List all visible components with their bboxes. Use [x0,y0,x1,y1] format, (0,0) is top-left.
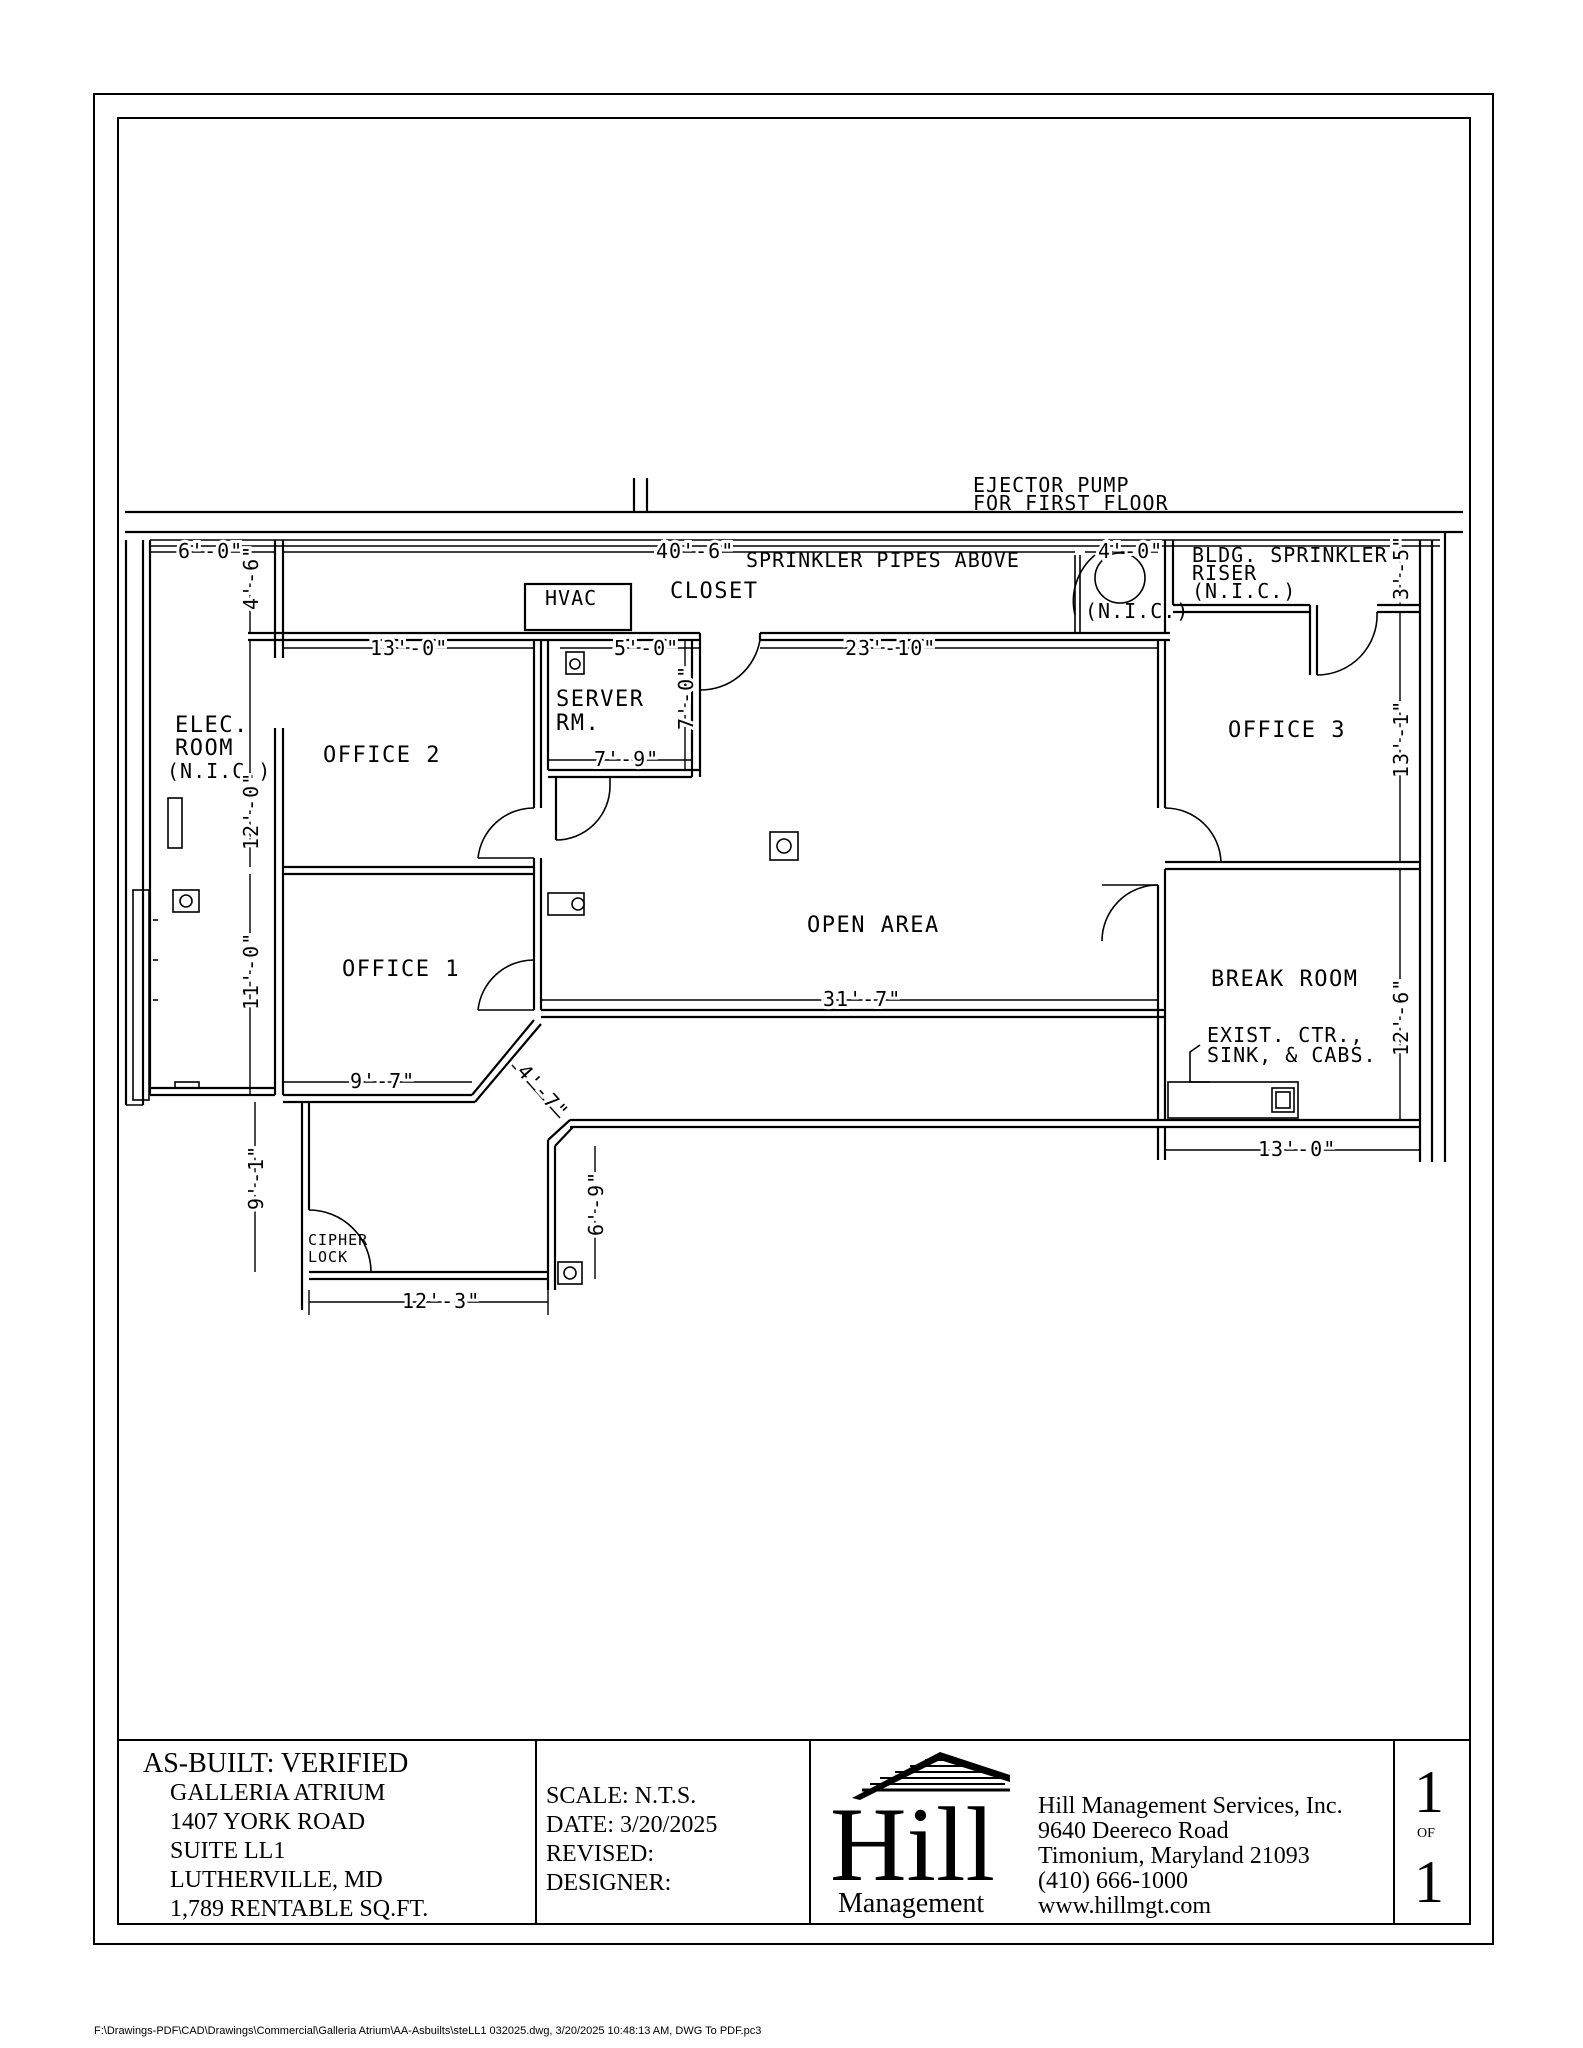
dim-12-0: 12'-0" [239,772,263,850]
bldg-sprinkler-label-2: RISER [1192,561,1257,585]
outer-border [93,93,1494,1945]
elec-room-label-2: ROOM [175,736,234,761]
sprinkler-pipes-label: SPRINKLER PIPES ABOVE [746,548,1020,572]
dim-6-9: 6'-9" [584,1171,608,1236]
dimension-text: 6'-0" 40'-6" 4'-0" 4'-6" 3'-5" 13'-0" 5'… [175,532,1416,1316]
sheet-of: OF [1417,1826,1435,1841]
cipher-lock-label-2: LOCK [308,1248,348,1266]
sheet-total: 1 [1414,1849,1444,1915]
dim-40-6: 40'-6" [656,539,734,563]
company-street: 9640 Deereco Road [1038,1818,1229,1844]
open-area-label: OPEN AREA [807,913,940,938]
file-path-footer: F:\Drawings-PDF\CAD\Drawings\Commercial\… [94,2025,762,2037]
dim-4-7: 4'-7" [512,1059,573,1124]
ejector-pump-label: EJECTOR PUMP [973,473,1130,497]
cipher-lock-label: CIPHER [308,1231,368,1249]
closet-label: CLOSET [670,579,758,604]
plan-text: EJECTOR PUMP FOR FIRST FLOOR SPRINKLER P… [167,473,1388,1266]
dim-9-7: 9'-7" [350,1069,415,1093]
dim-11-0: 11'-0" [239,932,263,1010]
office-3-label: OFFICE 3 [1228,718,1346,743]
dim-23-10: 23'-10" [845,636,936,660]
dim-4-0: 4'-0" [1098,539,1163,563]
logo-hill: Hill [830,1786,995,1903]
dim-9-1: 9'-1" [244,1145,268,1210]
project-line-5: 1,789 RENTABLE SQ.FT. [170,1896,428,1922]
dim-13-1: 13'-1" [1389,700,1413,778]
floor-plan [124,478,1463,1310]
logo-management: Management [838,1888,984,1919]
bldg-sprinkler-label-3: (N.I.C.) [1192,579,1296,603]
company-name: Hill Management Services, Inc. [1038,1793,1343,1819]
company-phone: (410) 666-1000 [1038,1868,1188,1894]
title-block: AS-BUILT: VERIFIED GALLERIA ATRIUM 1407 … [118,1739,1470,1924]
server-room-label: SERVER [556,687,644,712]
designer-text: DESIGNER: [546,1870,671,1896]
exist-ctr-label-2: SINK, & CABS. [1207,1043,1377,1067]
server-room-label-2: RM. [556,711,600,736]
dim-4-6: 4'-6" [239,545,263,610]
dim-31-7: 31'-7" [823,987,901,1011]
sheet-number: 1 [1414,1759,1444,1825]
project-line-2: 1407 YORK ROAD [170,1809,365,1835]
dim-3-5: 3'-5" [1389,535,1413,600]
dim-5-0: 5'-0" [614,636,679,660]
date-text: DATE: 3/20/2025 [546,1812,717,1838]
office-2-label: OFFICE 2 [323,743,441,768]
hill-logo: Hill Management [830,1752,1010,1919]
bldg-sprinkler-label: BLDG. SPRINKLER [1192,543,1388,567]
dim-13-0-top: 13'-0" [370,636,448,660]
elec-room-label: ELEC. [175,713,249,738]
exist-ctr-label: EXIST. CTR., [1207,1023,1364,1047]
office-1-label: OFFICE 1 [342,957,460,982]
dimension-lines [150,546,1420,1315]
title-heading: AS-BUILT: VERIFIED [143,1748,408,1779]
project-line-3: SUITE LL1 [170,1838,285,1864]
dim-7-9: 7'-9" [594,747,659,771]
dim-6-0: 6'-0" [178,539,243,563]
dim-12-6: 12'-6" [1389,978,1413,1056]
scale-text: SCALE: N.T.S. [546,1783,696,1809]
break-room-label: BREAK ROOM [1211,967,1358,992]
ejector-pump-label-2: FOR FIRST FLOOR [973,491,1169,515]
dim-12-3: 12'-3" [402,1289,480,1313]
dim-13-0-bottom: 13'-0" [1258,1137,1336,1161]
dim-7-0: 7'-0" [674,665,698,730]
project-line-4: LUTHERVILLE, MD [170,1867,383,1893]
elec-room-label-3: (N.I.C.) [167,759,271,783]
nic-label: (N.I.C.) [1085,599,1189,623]
inner-border [117,117,1471,1925]
hvac-label: HVAC [545,586,597,610]
revised-text: REVISED: [546,1841,654,1867]
project-line-1: GALLERIA ATRIUM [170,1780,385,1806]
company-city: Timonium, Maryland 21093 [1038,1843,1310,1869]
company-web: www.hillmgt.com [1038,1893,1211,1919]
